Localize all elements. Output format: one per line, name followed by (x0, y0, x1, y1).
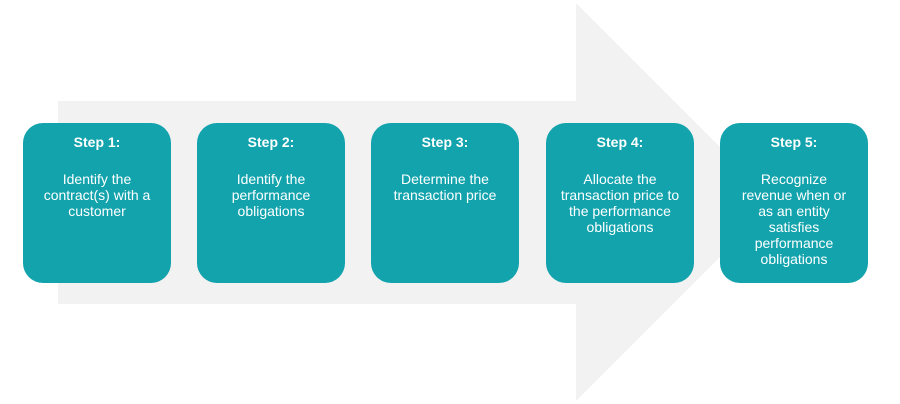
step-3-description: Determine the transaction price (393, 171, 497, 203)
step-5-title: Step 5: (770, 134, 818, 150)
step-1-description: Identify the contract(s) with a customer (43, 171, 151, 219)
step-5-description: Recognize revenue when or as an entity s… (741, 171, 847, 267)
step-4-box: Step 4: Allocate the transaction price t… (546, 123, 694, 283)
step-2-description: Identify the performance obligations (231, 171, 311, 219)
step-5-box: Step 5: Recognize revenue when or as an … (720, 123, 868, 283)
step-3-box: Step 3: Determine the transaction price (371, 123, 519, 283)
step-3-title: Step 3: (421, 134, 469, 150)
step-2-title: Step 2: (247, 134, 295, 150)
step-2-box: Step 2: Identify the performance obligat… (197, 123, 345, 283)
step-1-title: Step 1: (73, 134, 121, 150)
step-1-box: Step 1: Identify the contract(s) with a … (23, 123, 171, 283)
step-4-description: Allocate the transaction price to the pe… (560, 171, 680, 235)
step-4-title: Step 4: (596, 134, 644, 150)
